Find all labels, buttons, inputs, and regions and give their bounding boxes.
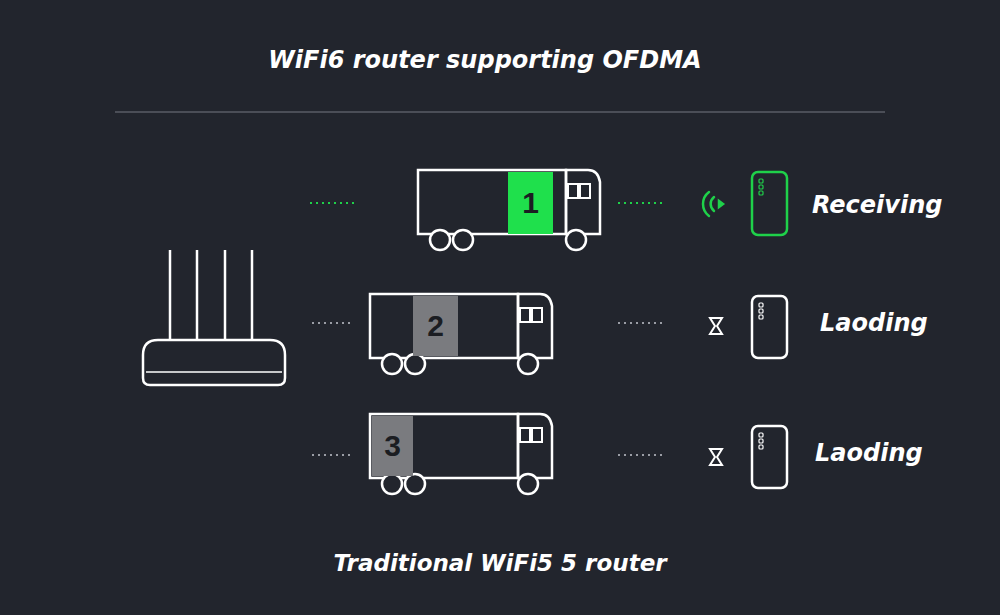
wifi-icon	[703, 192, 723, 216]
truck-icon	[370, 414, 552, 494]
title: WiFi6 router supporting OFDMA	[268, 46, 701, 74]
status-label: Laoding	[820, 309, 928, 337]
divider-line	[115, 111, 885, 113]
cargo-box: 1	[508, 172, 553, 234]
cargo-box: 3	[372, 416, 413, 476]
truck-icon	[418, 170, 600, 250]
callout-number: 1	[522, 186, 539, 220]
callout-number: 3	[384, 429, 401, 463]
status-label: Receiving	[812, 191, 942, 219]
caption: Traditional WiFi5 5 router	[333, 550, 666, 576]
phone-icon	[752, 172, 787, 235]
phone-icon	[752, 426, 787, 488]
truck-icon	[370, 294, 552, 374]
dotted-links	[310, 203, 662, 455]
router-icon	[143, 250, 285, 385]
phone-icon	[752, 296, 787, 358]
hourglass-icon	[710, 318, 722, 334]
hourglass-icon	[710, 449, 722, 465]
callout-number: 2	[427, 309, 444, 343]
cargo-box: 2	[413, 296, 458, 356]
status-label: Laoding	[815, 439, 923, 467]
